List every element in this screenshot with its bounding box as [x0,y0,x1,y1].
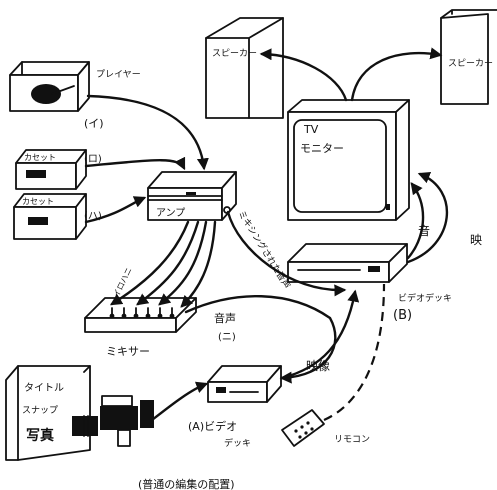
tv-monitor-label-1: TV [303,123,319,136]
title-card: タイトル スナップ 写真 [6,366,90,460]
mixer-label: ミキサー [106,345,150,358]
speaker-right-label: スピーカー [448,58,493,69]
remote-label: リモコン [334,435,370,445]
tv-monitor: TV モニター [288,100,409,220]
mixer: ミキサー [85,298,196,358]
record-player-index: (イ) [84,117,104,130]
record-player: プレイヤー (イ) [10,62,141,130]
title-card-label-2: スナップ [22,405,58,416]
title-card-label-1: タイトル [24,382,64,394]
vcr-b-index: (B) [393,308,412,323]
vcr-b: ビデオデッキ (B) [288,244,452,323]
amplifier: アンプ [148,172,236,220]
speaker-left: スピーカー [206,18,283,118]
audio-ni-index: (ニ) [218,332,236,343]
mixed-audio-label: ミキシングされた音声 [235,208,293,291]
cassette-deck-2: カセット (ハ) [14,194,102,239]
remote-control: リモコン [282,410,370,446]
cassette-deck-1-index: (ロ) [84,154,102,165]
record-player-label: プレイヤー [96,69,141,80]
vcr-a-label: (A)ビデオ [188,419,237,433]
vcr-a-sub-label: デッキ [224,437,251,449]
video-signal-label: 映像 [306,359,330,373]
mixer-inputs-label: イロハニ [112,266,134,299]
vcr-b-label: ビデオデッキ [398,292,452,304]
audio-ni-label: 音声 [214,311,236,325]
amplifier-label: アンプ [156,207,185,219]
cassette-deck-1-label: カセット [24,153,56,162]
cassette-deck-2-label: カセット [22,197,54,206]
title-card-label-3: 写真 [26,427,54,444]
speaker-right: スピーカー [441,10,497,104]
tv-monitor-label-2: モニター [300,142,344,155]
vcr-a: (A)ビデオ デッキ [188,366,281,449]
bottom-caption: (普通の編集の配置) [138,477,235,490]
audio-to-tv-label: 音 [418,223,430,238]
cassette-deck-1: カセット (ロ) [16,150,102,189]
video-to-tv-label: 映 [470,233,482,247]
speaker-left-label: スピーカー [212,48,257,59]
